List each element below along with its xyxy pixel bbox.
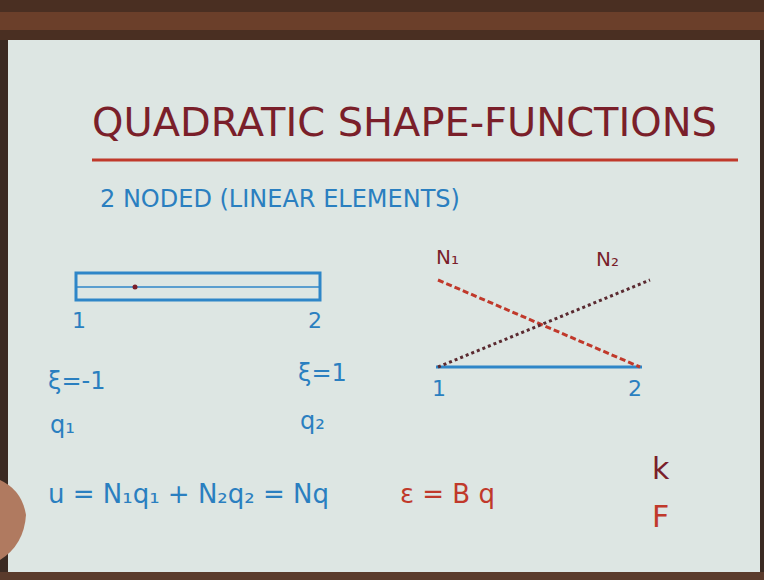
board-frame [0,0,764,40]
title-underline [92,159,738,162]
equation: u = N₁q₁ + N₂q₂ = Nq [48,480,329,510]
subtitle: 2 NODED (LINEAR ELEMENTS) [100,186,460,214]
function-label: N₂ [596,248,619,271]
node-number: 1 [72,308,86,333]
board-frame-bottom [0,572,764,580]
hand [0,480,26,560]
node-number: 2 [628,376,642,401]
function-label: N₁ [436,246,459,269]
bar-axis [76,286,320,288]
shape-function-n2 [438,280,650,367]
dof-label: q₂ [300,408,325,436]
board-frame-edge [0,12,764,30]
coordinate-label: ξ=1 [298,360,347,388]
node-number: 2 [308,308,322,333]
title: QUADRATIC SHAPE-FUNCTIONS [92,100,717,146]
symbol: k [652,452,669,487]
equation: ε = B q [400,480,495,510]
coordinate-label: ξ=-1 [48,368,105,396]
graph-baseline [436,366,642,369]
bar-point [133,285,138,290]
symbol: F [652,500,669,535]
dof-label: q₁ [50,412,75,440]
bar-element [76,273,320,300]
node-number: 1 [432,376,446,401]
board-surface [8,40,760,572]
